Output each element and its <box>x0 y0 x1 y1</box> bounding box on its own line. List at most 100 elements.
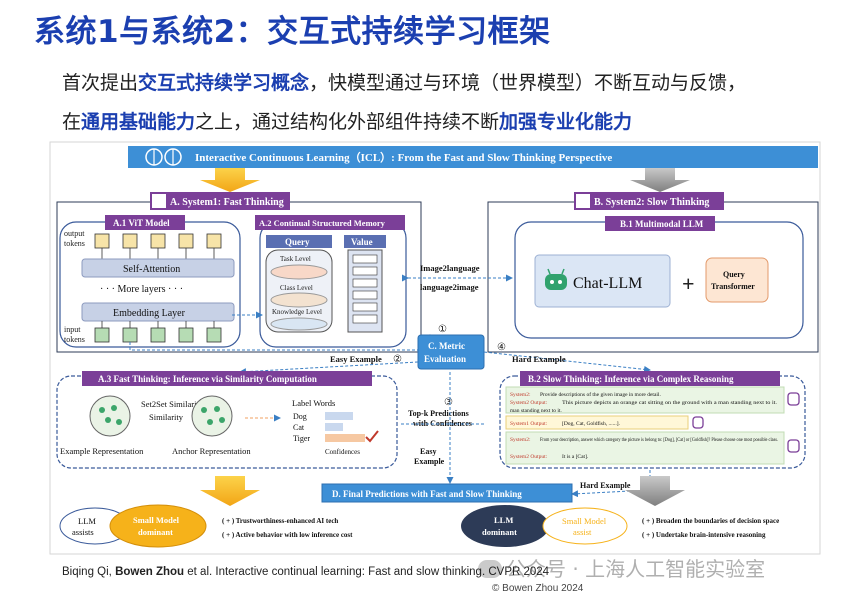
svg-text:System2 Output:: System2 Output: <box>510 400 548 406</box>
svg-text:Hard Example: Hard Example <box>580 481 631 490</box>
svg-text:Example Representation: Example Representation <box>60 446 144 456</box>
checkmark-icon <box>365 430 379 443</box>
svg-text:①: ① <box>438 324 447 335</box>
watermark: 公众号 · 上海人工智能实验室 <box>478 553 765 582</box>
citation: Biqing Qi, Bowen Zhou et al. Interactive… <box>62 566 550 578</box>
svg-text:System2:: System2: <box>510 392 531 398</box>
svg-text:Value: Value <box>351 237 373 247</box>
svg-text:( + ) Broaden the boundaries: ( + ) Broaden the boundaries of decision… <box>642 517 779 525</box>
dialog-box-1 <box>505 386 785 414</box>
svg-text:LLM: LLM <box>494 515 513 525</box>
llm-dominant-ellipse <box>461 505 549 547</box>
subtitle-emphasis-1: 交互式持续学习概念 <box>138 72 310 94</box>
svg-text:( + ) Active behavior with lo: ( + ) Active behavior with low inference… <box>222 531 353 539</box>
svg-text:( + ) Trustworthiness-enhance: ( + ) Trustworthiness-enhanced AI tech <box>222 517 338 525</box>
svg-text:man standing next to it.: man standing next to it. <box>510 408 562 414</box>
svg-text:Dog: Dog <box>293 412 307 421</box>
final-predictions-box <box>321 483 573 503</box>
chat-llm-box <box>534 254 671 308</box>
svg-text:②: ② <box>393 354 402 365</box>
anchor-rep-cluster <box>191 395 233 437</box>
memory-label: A.2 Continual Structured Memory <box>259 218 386 228</box>
svg-text:language2image: language2image <box>420 282 479 292</box>
svg-text:Label Words: Label Words <box>292 398 335 408</box>
b2-label: B.2 Slow Thinking: Inference via Complex… <box>528 374 734 384</box>
page-title: 系统1与系统2：交互式持续学习框架 <box>34 14 551 50</box>
svg-text:System2 Output:: System2 Output: <box>510 454 548 460</box>
svg-text:LLM: LLM <box>78 516 96 526</box>
robot-icon <box>545 268 567 290</box>
dialog-box-3 <box>505 431 785 465</box>
svg-text:Knowledge Level: Knowledge Level <box>272 308 322 316</box>
dialog-box-2 <box>505 415 689 430</box>
banner-text: Interactive Continuous Learning（ICL）: Fr… <box>195 151 612 164</box>
input-tokens-label: input <box>64 325 81 334</box>
svg-text:C. Metric: C. Metric <box>428 341 465 351</box>
svg-text:Tiger: Tiger <box>293 434 310 443</box>
vit-label: A.1 ViT Model <box>113 218 170 228</box>
svg-text:· · · More layers · · ·: · · · More layers · · · <box>100 284 183 295</box>
svg-text:Confidences: Confidences <box>325 448 360 456</box>
svg-text:Transformer: Transformer <box>711 282 755 291</box>
svg-text:[Dog, Cat, Goldfish, ......].: [Dog, Cat, Goldfish, ......]. <box>562 420 621 427</box>
svg-text:Query: Query <box>285 237 310 247</box>
svg-text:tokens: tokens <box>64 239 85 248</box>
svg-text:Provide descriptions of the gi: Provide descriptions of the given image … <box>540 391 661 398</box>
svg-text:System1 Output:: System1 Output: <box>510 421 548 427</box>
svg-text:tokens: tokens <box>64 335 85 344</box>
icl-framework-diagram: Interactive Continuous Learning（ICL）: Fr… <box>49 141 821 555</box>
svg-text:Easy Example: Easy Example <box>330 354 382 364</box>
small-model-dominant-ellipse <box>109 504 207 548</box>
svg-text:From your description, answer: From your description, answer which cate… <box>540 436 778 443</box>
svg-text:Small Model: Small Model <box>562 516 607 526</box>
svg-text:assist: assist <box>573 527 592 537</box>
wechat-icon <box>478 560 502 578</box>
b1-label: B.1 Multimodal LLM <box>620 219 704 229</box>
svg-text:Easy: Easy <box>420 447 436 456</box>
hard-example-flow <box>483 351 651 373</box>
svg-text:Small Model: Small Model <box>133 515 180 525</box>
svg-text:( + ) Undertake brain-intensi: ( + ) Undertake brain-intensive reasonin… <box>642 531 766 539</box>
system2-label: B. System2: Slow Thinking <box>594 197 709 208</box>
svg-text:dominant: dominant <box>482 527 517 537</box>
subtitle-emphasis-2: 通用基础能力 <box>81 111 196 133</box>
svg-text:It is a [Cat].: It is a [Cat]. <box>562 454 589 460</box>
svg-text:Similarity: Similarity <box>149 412 184 422</box>
copyright: © Bowen Zhou 2024 <box>492 583 584 594</box>
svg-text:④: ④ <box>497 342 506 353</box>
svg-text:Hard Example: Hard Example <box>512 354 566 364</box>
chat-llm-text: Chat-LLM <box>573 275 642 292</box>
subtitle-line-1: 首次提出交互式持续学习概念，快模型通过与环境（世界模型）不断互动与反馈， <box>62 72 747 94</box>
svg-text:System2:: System2: <box>510 437 531 443</box>
query-transformer-box <box>705 257 769 303</box>
self-attention-bar <box>81 258 235 278</box>
svg-text:Top-k Predictions: Top-k Predictions <box>408 409 469 418</box>
svg-text:Embedding Layer: Embedding Layer <box>113 308 186 319</box>
svg-text:Set2Set Similarity: Set2Set Similarity <box>141 399 204 409</box>
svg-text:Cat: Cat <box>293 423 305 432</box>
svg-text:Image2language: Image2language <box>420 263 480 273</box>
subtitle-line-2: 在通用基础能力之上，通过结构化外部组件持续不断加强专业化能力 <box>62 111 633 133</box>
svg-text:③: ③ <box>444 397 453 408</box>
svg-text:dominant: dominant <box>138 527 173 537</box>
svg-text:This picture depicts an orange: This picture depicts an orange cat sitti… <box>562 400 778 406</box>
slow-arrow-bottom <box>625 476 685 506</box>
subtitle-emphasis-3: 加强专业化能力 <box>499 111 633 133</box>
svg-text:+: + <box>682 271 695 296</box>
small-model-assist-ellipse <box>542 507 628 545</box>
fast-arrow-bottom <box>200 476 260 506</box>
svg-text:D. Final Predictions with Fast: D. Final Predictions with Fast and Slow … <box>332 489 522 499</box>
example-rep-cluster <box>89 395 131 437</box>
svg-text:Class Level: Class Level <box>280 284 313 292</box>
a3-label: A.3 Fast Thinking: Inference via Similar… <box>98 374 317 384</box>
svg-text:Evaluation: Evaluation <box>424 354 466 364</box>
brain-icon <box>145 148 182 166</box>
slow-arrow-top <box>630 168 690 192</box>
robot-side-icons <box>692 392 800 453</box>
banner <box>128 146 818 168</box>
system1-label: A. System1: Fast Thinking <box>170 197 284 208</box>
svg-text:Task Level: Task Level <box>280 255 311 263</box>
svg-text:Self-Attention: Self-Attention <box>123 264 180 275</box>
fast-arrow-top <box>200 168 260 192</box>
svg-text:assists: assists <box>72 527 94 537</box>
